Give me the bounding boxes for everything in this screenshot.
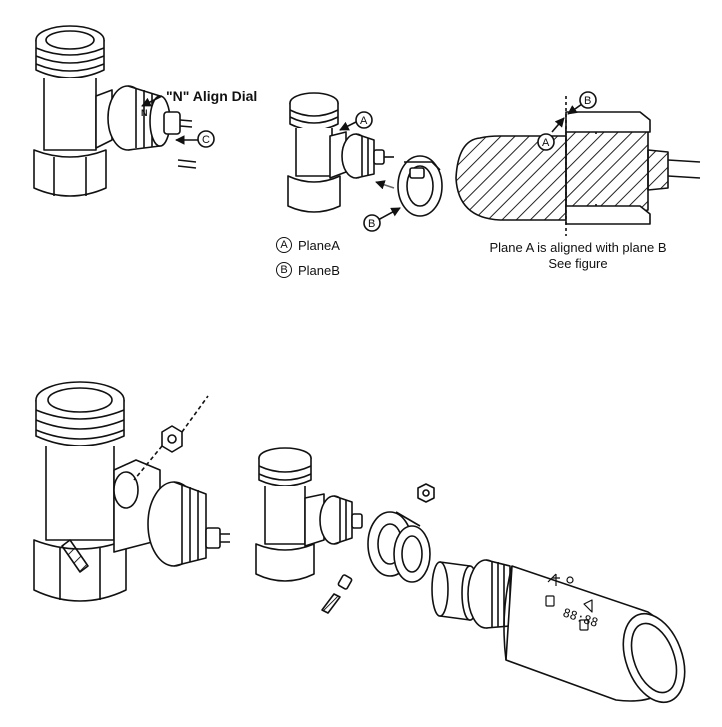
locking-nut (467, 559, 511, 629)
b-arrow (377, 207, 401, 221)
a-letter: A (360, 115, 368, 127)
align-dial-arrow (141, 95, 163, 107)
legend-label-a: PlaneA (298, 237, 340, 253)
nut-bottom-right (417, 483, 435, 503)
b-letter: B (368, 218, 375, 230)
a-section-circle (537, 133, 555, 151)
legend-letter-a: A (276, 237, 292, 253)
a-section-letter: A (542, 137, 550, 149)
adapter-ring-top (397, 155, 443, 217)
valve-body-bottom-left (33, 381, 230, 602)
nut-bottom-left (133, 395, 209, 481)
caption-line-2: See figure (548, 256, 608, 271)
caption-line-1: Plane A is aligned with plane B (489, 240, 667, 255)
valve-body-bottom-middle (255, 447, 363, 582)
c-circle (197, 130, 215, 148)
alignment-caption: Plane A is aligned with plane B See figu… (458, 240, 698, 272)
b-section-circle (579, 91, 597, 109)
insert-arrow (375, 180, 395, 190)
legend-label-b: PlaneB (298, 262, 340, 278)
dial-top-left (107, 85, 193, 151)
c-letter: C (202, 134, 210, 146)
b-section-arrow (567, 103, 583, 115)
a-circle (355, 111, 373, 129)
align-dial-label: "N" Align Dial (166, 88, 257, 104)
adapter-ring-bottom (367, 511, 431, 583)
b-section-letter: B (584, 95, 591, 107)
legend-letter-b: B (276, 262, 292, 278)
sleeve (431, 561, 479, 621)
a-section-arrow (551, 117, 565, 133)
b-circle (363, 214, 381, 232)
legend-item-b: B PlaneB (276, 262, 340, 278)
screw (321, 574, 353, 614)
valve-body-top-left (33, 25, 113, 197)
cross-section (455, 96, 701, 236)
thermostat-head (503, 565, 686, 704)
dial-n-mark: N (141, 108, 148, 118)
legend-item-a: A PlaneA (276, 237, 340, 253)
valve-body-top-middle (287, 92, 394, 213)
